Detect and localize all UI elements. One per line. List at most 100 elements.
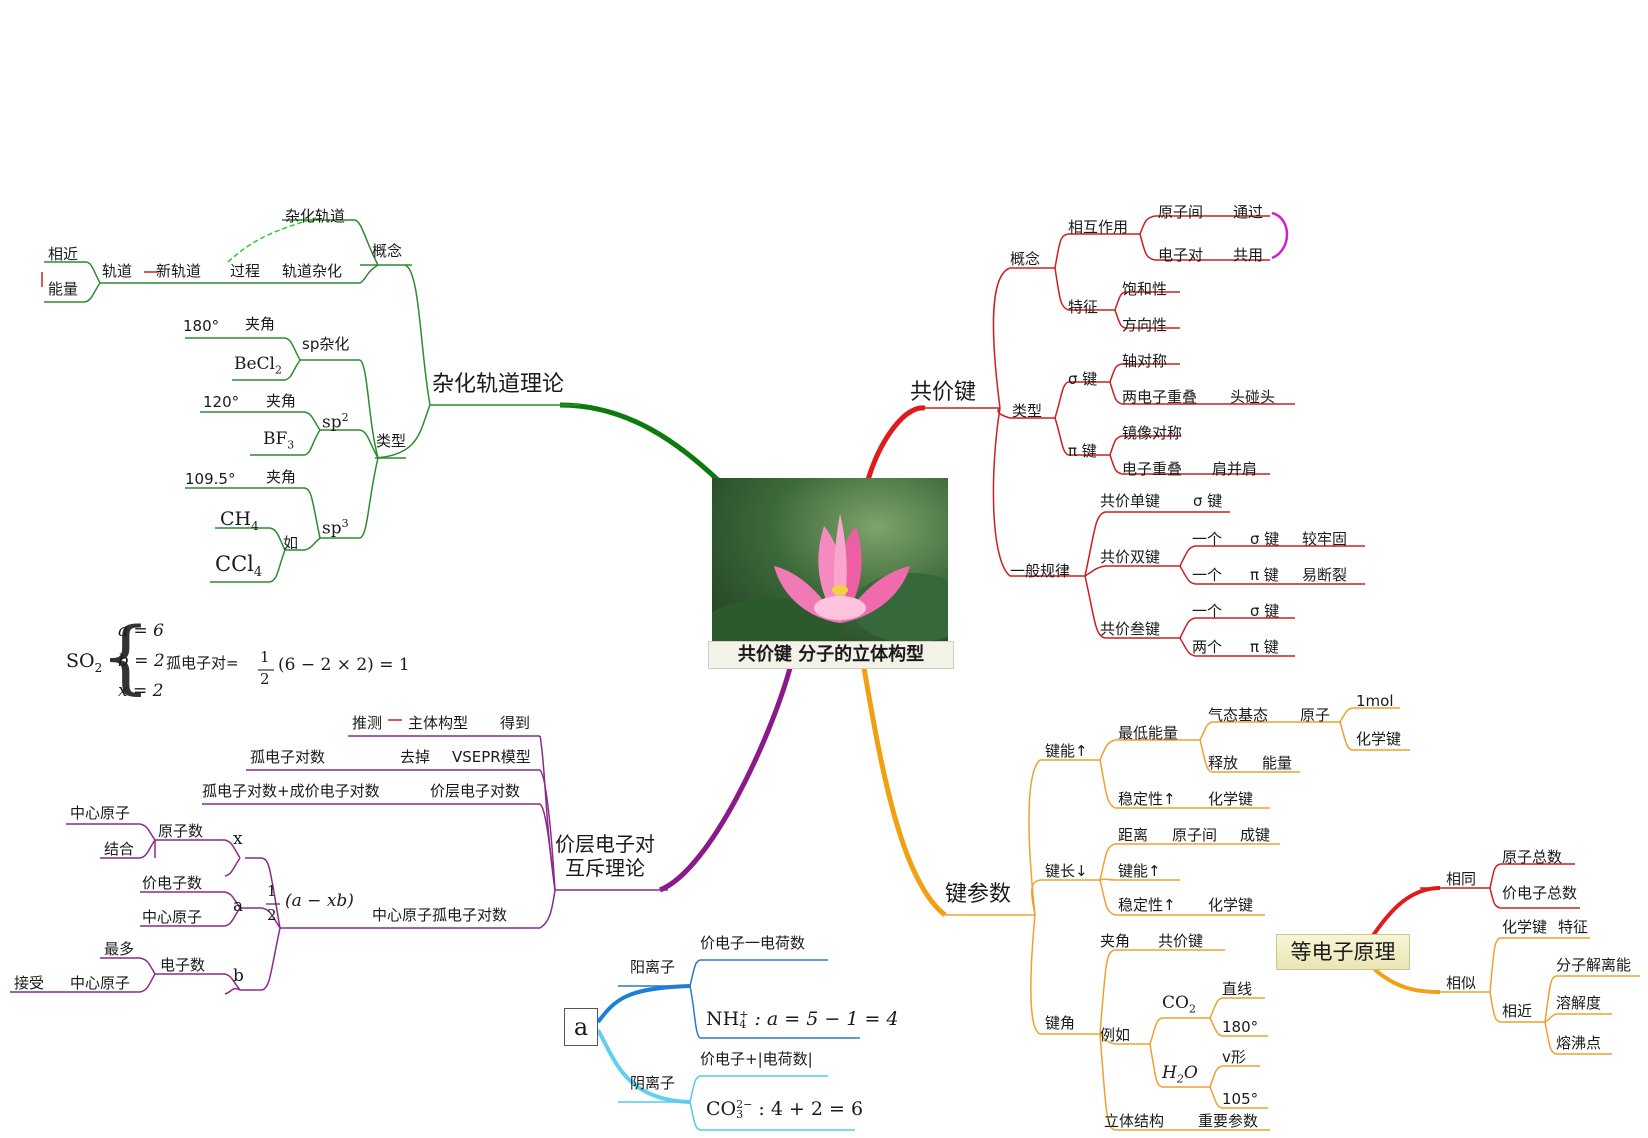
node-combine: 结合: [104, 840, 135, 858]
branch-main-green: [559, 402, 720, 482]
lotus-flower-icon: [712, 514, 948, 642]
node-cation: 阳离子: [630, 958, 676, 976]
node-solubility: 溶解度: [1556, 994, 1602, 1012]
node-angle-120: 120°: [203, 393, 240, 411]
node-axial-symmetry: 轴对称: [1122, 352, 1168, 370]
node-angle-180-orange: 180°: [1222, 1018, 1259, 1036]
node-shared: 共用: [1233, 246, 1264, 264]
topic-vsepr-line2: 互斥理论: [565, 856, 645, 880]
so2-brace: {: [100, 610, 151, 703]
node-total-valence: 价电子总数: [1502, 884, 1578, 902]
node-between-atoms: 原子间: [1158, 203, 1204, 221]
topic-vsepr: 价层电子对 互斥理论: [555, 832, 655, 880]
node-concept-covalent: 概念: [1010, 250, 1041, 268]
so2-frac-den: 2: [260, 670, 270, 688]
so2-frac-num: 1: [260, 648, 270, 666]
dashed-link-hybrid: [227, 217, 317, 263]
node-atom-count: 原子数: [158, 822, 204, 840]
node-triple-bond: 共价叁键: [1100, 620, 1161, 638]
node-vsepr-model: VSEPR模型: [452, 748, 531, 766]
node-side-by-side: 肩并肩: [1212, 460, 1258, 478]
so2-x: x = 2: [118, 681, 164, 701]
node-linear: 直线: [1222, 980, 1253, 998]
node-a: a: [233, 896, 244, 916]
branch-main-purple: [658, 667, 793, 893]
node-atom: 原子: [1300, 706, 1331, 724]
node-main-config: 主体构型: [408, 714, 469, 732]
node-3d-structure: 立体结构: [1104, 1112, 1165, 1130]
node-co2: CO2: [1162, 993, 1196, 1016]
branch-main-red: [865, 405, 926, 481]
node-orbital-hybridization: 轨道杂化: [282, 262, 343, 280]
node-angle-sp: 夹角: [245, 315, 276, 333]
node-bond-formation: 成键: [1240, 826, 1271, 844]
node-through: 通过: [1233, 203, 1264, 221]
node-co3-formula: CO2−3 : 4 + 2 = 6: [706, 1098, 864, 1121]
node-iso-close: 相近: [1502, 1002, 1533, 1020]
node-double-sigma: σ 键: [1250, 530, 1280, 548]
topic-vsepr-line1: 价层电子对: [555, 832, 655, 856]
node-type-covalent: 类型: [1012, 402, 1043, 420]
node-central-atom-2: 中心原子: [142, 908, 203, 926]
node-angle-180: 180°: [183, 317, 220, 335]
node-anion-rule: 价电子+|电荷数|: [700, 1050, 813, 1068]
node-becl2: BeCl2: [234, 354, 282, 377]
node-chemical-bond-c: 化学键: [1208, 896, 1254, 914]
so2-lone-pair-label: 孤电子对=: [166, 654, 239, 672]
node-single-bond: 共价单键: [1100, 492, 1161, 510]
node-close: 相近: [48, 245, 79, 263]
node-stability-a: 稳定性↑: [1118, 790, 1176, 808]
branch-main-orange: [861, 667, 947, 917]
node-chemical-bond-a: 化学键: [1356, 730, 1402, 748]
node-two-electron-overlap: 两电子重叠: [1122, 388, 1198, 406]
node-triple-one: 一个: [1192, 602, 1223, 620]
node-central-atom-1: 中心原子: [70, 804, 131, 822]
node-same: 相同: [1446, 870, 1477, 888]
node-lowest-energy: 最低能量: [1118, 724, 1179, 742]
node-mirror-symmetry: 镜像对称: [1122, 424, 1183, 442]
node-gaseous-ground-state: 气态基态: [1208, 706, 1269, 724]
node-iso-feature: 特征: [1558, 918, 1589, 936]
node-release: 释放: [1208, 754, 1239, 772]
node-cation-rule: 价电子一电荷数: [700, 934, 806, 952]
node-ch4: CH4: [220, 508, 259, 533]
node-such-as: 如: [283, 534, 299, 552]
lotus-image: [712, 478, 948, 642]
node-bond-length: 键长↓: [1045, 862, 1088, 880]
node-bf3: BF3: [263, 429, 295, 452]
node-directionality: 方向性: [1122, 316, 1168, 334]
node-type: 类型: [376, 432, 407, 450]
node-triple-pi: π 键: [1250, 638, 1279, 656]
node-bond-angle: 键角: [1045, 1014, 1076, 1032]
node-double-one-b: 一个: [1192, 566, 1223, 584]
node-angle: 夹角: [1100, 932, 1131, 950]
formula-half-num: 1: [267, 882, 277, 900]
node-energy: 能量: [48, 280, 79, 298]
node-obtain: 得到: [500, 714, 531, 732]
node-head-on: 头碰头: [1230, 388, 1276, 406]
so2-b: b = 2: [118, 651, 165, 671]
node-bond-energy-b: 键能↑: [1118, 862, 1161, 880]
node-ccl4: CCl4: [215, 552, 263, 581]
node-total-atoms: 原子总数: [1502, 848, 1563, 866]
topic-bond-parameters: 键参数: [945, 882, 1012, 907]
node-central-atom-3: 中心原子: [70, 974, 131, 992]
node-saturation: 饱和性: [1122, 280, 1168, 298]
node-central-lone-pairs: 中心原子孤电子对数: [372, 906, 508, 924]
isoelectronic-principle: 等电子原理: [1276, 934, 1410, 970]
center-caption: 共价键 分子的立体构型: [708, 641, 954, 669]
node-covalent: 共价键: [1158, 932, 1204, 950]
node-double-pi: π 键: [1250, 566, 1279, 584]
node-chemical-bond-b: 化学键: [1208, 790, 1254, 808]
node-valence-pairs: 价层电子对数: [430, 782, 521, 800]
node-h2o: H2O: [1162, 1063, 1198, 1086]
node-bond-energy: 键能↑: [1045, 742, 1088, 760]
node-example: 例如: [1100, 1026, 1131, 1044]
node-angle-105: 105°: [1222, 1090, 1259, 1108]
node-accept: 接受: [14, 974, 45, 992]
node-stability-b: 稳定性↑: [1118, 896, 1176, 914]
node-pi-bond: π 键: [1068, 442, 1097, 460]
node-between-atoms-orange: 原子间: [1172, 826, 1218, 844]
node-hybrid-orbital: 杂化轨道: [285, 207, 346, 225]
node-remove: 去掉: [400, 748, 431, 766]
